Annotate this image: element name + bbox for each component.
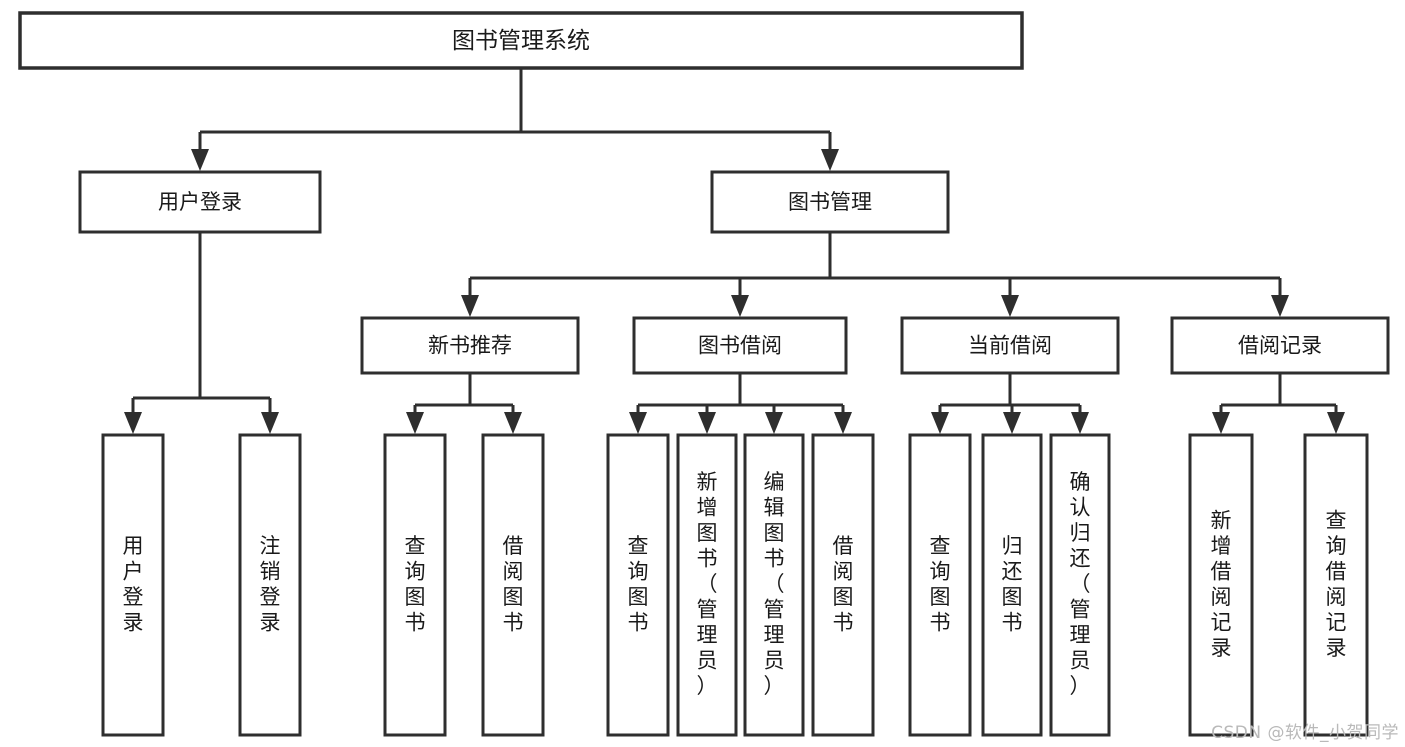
arrow-head-icon [1212, 412, 1230, 434]
node-box[interactable] [1170, 316, 1390, 375]
node-box[interactable] [360, 316, 580, 375]
node-box[interactable] [632, 316, 848, 375]
connector-bookmgmt [468, 232, 1282, 295]
node-box[interactable] [101, 433, 165, 737]
node-label: 查询图书 [930, 534, 951, 635]
node-newbook[interactable]: 新书推荐 [360, 316, 580, 375]
node-bookmgmt[interactable]: 图书管理 [710, 170, 950, 234]
node-label: 归还图书 [1002, 534, 1023, 635]
arrow-head-icon [1001, 295, 1019, 317]
node-box[interactable] [238, 433, 302, 737]
node-label: 注销登录 [260, 534, 281, 635]
node-label: 借阅记录 [1238, 334, 1322, 358]
arrow-head-icon [461, 295, 479, 317]
node-label: 新增借阅记录 [1211, 508, 1232, 660]
node-box[interactable] [18, 11, 1024, 70]
node-label: 查询借阅记录 [1326, 508, 1347, 660]
node-box[interactable] [1049, 433, 1111, 737]
connector-layer [131, 68, 1338, 412]
node-label: 确认归还（管理员） [1070, 470, 1091, 698]
node-box[interactable] [908, 433, 972, 737]
node-label: 新书推荐 [428, 334, 512, 358]
node-leaf-5[interactable]: 查询图书 [606, 433, 670, 737]
node-leaf-3[interactable]: 查询图书 [383, 433, 447, 737]
node-leaf-8[interactable]: 借阅图书 [811, 433, 875, 737]
connector-newbook [413, 373, 515, 412]
node-box[interactable] [900, 316, 1120, 375]
node-box[interactable] [981, 433, 1043, 737]
node-label: 用户登录 [123, 534, 144, 635]
arrow-head-icon [1327, 412, 1345, 434]
node-login[interactable]: 用户登录 [78, 170, 322, 234]
connector-login [131, 232, 272, 412]
node-box[interactable] [78, 170, 322, 234]
arrow-head-icon [504, 412, 522, 434]
node-leaf-6[interactable]: 新增图书（管理员） [676, 433, 738, 737]
node-current[interactable]: 当前借阅 [900, 316, 1120, 375]
arrow-head-icon [629, 412, 647, 434]
node-box[interactable] [743, 433, 805, 737]
arrow-head-icon [191, 149, 209, 171]
arrow-head-icon [931, 412, 949, 434]
node-leaf-1[interactable]: 用户登录 [101, 433, 165, 737]
connector-borrow [636, 373, 845, 412]
node-box[interactable] [481, 433, 545, 737]
node-leaf-10[interactable]: 归还图书 [981, 433, 1043, 737]
node-label: 用户登录 [158, 190, 242, 214]
node-leaf-11[interactable]: 确认归还（管理员） [1049, 433, 1111, 737]
node-label: 借阅图书 [503, 534, 524, 635]
arrowhead-layer [124, 149, 1345, 434]
arrow-head-icon [834, 412, 852, 434]
node-label: 图书借阅 [698, 334, 782, 358]
node-label: 当前借阅 [968, 334, 1052, 358]
node-leaf-7[interactable]: 编辑图书（管理员） [743, 433, 805, 737]
arrow-head-icon [1071, 412, 1089, 434]
node-root[interactable]: 图书管理系统 [18, 11, 1024, 70]
node-box[interactable] [1303, 433, 1369, 737]
node-borrow[interactable]: 图书借阅 [632, 316, 848, 375]
watermark-text: CSDN @软件_小贺同学 [1211, 723, 1399, 743]
connector-records [1219, 373, 1338, 412]
arrow-head-icon [1271, 295, 1289, 317]
node-records[interactable]: 借阅记录 [1170, 316, 1390, 375]
node-label: 图书管理 [788, 190, 872, 214]
node-box[interactable] [1188, 433, 1254, 737]
node-box[interactable] [676, 433, 738, 737]
arrow-head-icon [821, 149, 839, 171]
arrow-head-icon [124, 412, 142, 434]
node-box[interactable] [811, 433, 875, 737]
node-box[interactable] [383, 433, 447, 737]
node-label: 查询图书 [628, 534, 649, 635]
arrow-head-icon [406, 412, 424, 434]
node-leaf-13[interactable]: 查询借阅记录 [1303, 433, 1369, 737]
arrow-head-icon [261, 412, 279, 434]
node-leaf-12[interactable]: 新增借阅记录 [1188, 433, 1254, 737]
node-label: 编辑图书（管理员） [764, 470, 785, 698]
arrow-head-icon [731, 295, 749, 317]
node-leaf-2[interactable]: 注销登录 [238, 433, 302, 737]
arrow-head-icon [698, 412, 716, 434]
arrow-head-icon [765, 412, 783, 434]
node-box[interactable] [606, 433, 670, 737]
node-label: 查询图书 [405, 534, 426, 635]
node-label: 借阅图书 [833, 534, 854, 635]
node-box[interactable] [710, 170, 950, 234]
node-label: 图书管理系统 [452, 28, 590, 54]
arrow-head-icon [1003, 412, 1021, 434]
node-label: 新增图书（管理员） [697, 470, 718, 698]
node-leaf-4[interactable]: 借阅图书 [481, 433, 545, 737]
connector-current [938, 373, 1082, 412]
node-layer: 图书管理系统用户登录图书管理新书推荐图书借阅当前借阅借阅记录用户登录注销登录查询… [18, 11, 1390, 737]
node-leaf-9[interactable]: 查询图书 [908, 433, 972, 737]
connector-root [198, 68, 832, 149]
